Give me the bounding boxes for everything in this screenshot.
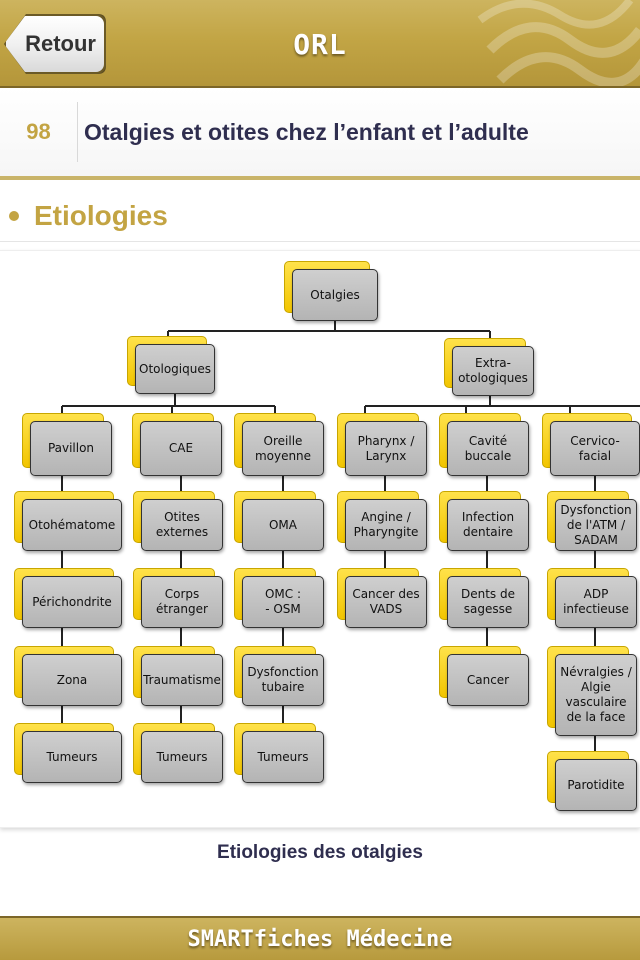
diagram-node-etiology: Traumatisme (133, 646, 223, 706)
chapter-title: Otalgies et otites chez l’enfant et l’ad… (84, 118, 529, 145)
node-label: OMC : - OSM (242, 576, 324, 628)
node-label: Oreille moyenne (242, 421, 324, 476)
diagram-node-otologiques: Otologiques (127, 336, 215, 394)
node-label: Cervico-facial (550, 421, 640, 476)
node-label: ADP infectieuse (555, 576, 637, 628)
node-label: Otalgies (292, 269, 378, 321)
node-label: CAE (140, 421, 222, 476)
node-label: Pharynx / Larynx (345, 421, 427, 476)
node-label: Traumatisme (141, 654, 223, 706)
bullet-icon (9, 210, 19, 221)
node-label: Névralgies / Algie vasculaire de la face (555, 654, 637, 736)
diagram-node-etiology: Tumeurs (14, 723, 122, 783)
caduceus-watermark-icon (477, 0, 640, 86)
node-label: Dysfonction de l'ATM / SADAM (555, 499, 637, 551)
diagram-node-category: Pavillon (22, 413, 112, 476)
node-label: Corps étranger (141, 576, 223, 628)
chapter-number: 98 (0, 102, 78, 162)
diagram-node-etiology: ADP infectieuse (547, 568, 637, 628)
diagram-node-extra-otologiques: Extra- otologiques (444, 338, 534, 396)
diagram-node-etiology: Parotidite (547, 751, 637, 811)
diagram-node-etiology: Corps étranger (133, 568, 223, 628)
node-label: Cancer (447, 654, 529, 706)
section-header: Etiologies (0, 190, 640, 242)
node-label: Tumeurs (242, 731, 324, 783)
diagram-node-etiology: Dents de sagesse (439, 568, 529, 628)
diagram-node-etiology: Otites externes (133, 491, 223, 551)
nav-bar: Retour ORL (0, 0, 640, 88)
node-label: Pavillon (30, 421, 112, 476)
diagram-node-etiology: Dysfonction de l'ATM / SADAM (547, 491, 637, 551)
node-label: Extra- otologiques (452, 346, 534, 396)
node-label: Cavité buccale (447, 421, 529, 476)
diagram-node-etiology: Dysfonction tubaire (234, 646, 324, 706)
diagram-node-etiology: Otohématome (14, 491, 122, 551)
node-label: Parotidite (555, 759, 637, 811)
diagram-node-category: CAE (132, 413, 222, 476)
diagram-node-etiology: OMA (234, 491, 324, 551)
diagram-node-etiology: Cancer des VADS (337, 568, 427, 628)
footer-brand: SMARTfiches Médecine (0, 916, 640, 960)
diagram-node-etiology: Zona (14, 646, 122, 706)
diagram-node-etiology: OMC : - OSM (234, 568, 324, 628)
page-title: ORL (293, 27, 347, 61)
node-label: Périchondrite (22, 576, 122, 628)
diagram-node-category: Pharynx / Larynx (337, 413, 427, 476)
diagram-node-category: Oreille moyenne (234, 413, 324, 476)
back-button[interactable]: Retour (4, 14, 106, 74)
node-label: Tumeurs (22, 731, 122, 783)
back-button-label: Retour (25, 31, 96, 56)
diagram-node-etiology: Tumeurs (133, 723, 223, 783)
node-label: Dysfonction tubaire (242, 654, 324, 706)
diagram-node-etiology: Angine / Pharyngite (337, 491, 427, 551)
diagram-node-category: Cervico-facial (542, 413, 640, 476)
node-label: Zona (22, 654, 122, 706)
diagram-node-root: Otalgies (284, 261, 378, 321)
diagram-node-etiology: Névralgies / Algie vasculaire de la face (547, 646, 637, 736)
node-label: Dents de sagesse (447, 576, 529, 628)
node-label: OMA (242, 499, 324, 551)
section-title: Etiologies (34, 199, 168, 231)
figure-caption: Etiologies des otalgies (217, 842, 423, 863)
node-label: Infection dentaire (447, 499, 529, 551)
node-label: Angine / Pharyngite (345, 499, 427, 551)
node-label: Otologiques (135, 344, 215, 394)
node-label: Tumeurs (141, 731, 223, 783)
chapter-header: 98 Otalgies et otites chez l’enfant et l… (0, 88, 640, 180)
diagram-node-etiology: Infection dentaire (439, 491, 529, 551)
node-label: Cancer des VADS (345, 576, 427, 628)
diagram-node-category: Cavité buccale (439, 413, 529, 476)
node-label: Otohématome (22, 499, 122, 551)
diagram-node-etiology: Tumeurs (234, 723, 324, 783)
diagram-node-etiology: Périchondrite (14, 568, 122, 628)
diagram-node-etiology: Cancer (439, 646, 529, 706)
node-label: Otites externes (141, 499, 223, 551)
